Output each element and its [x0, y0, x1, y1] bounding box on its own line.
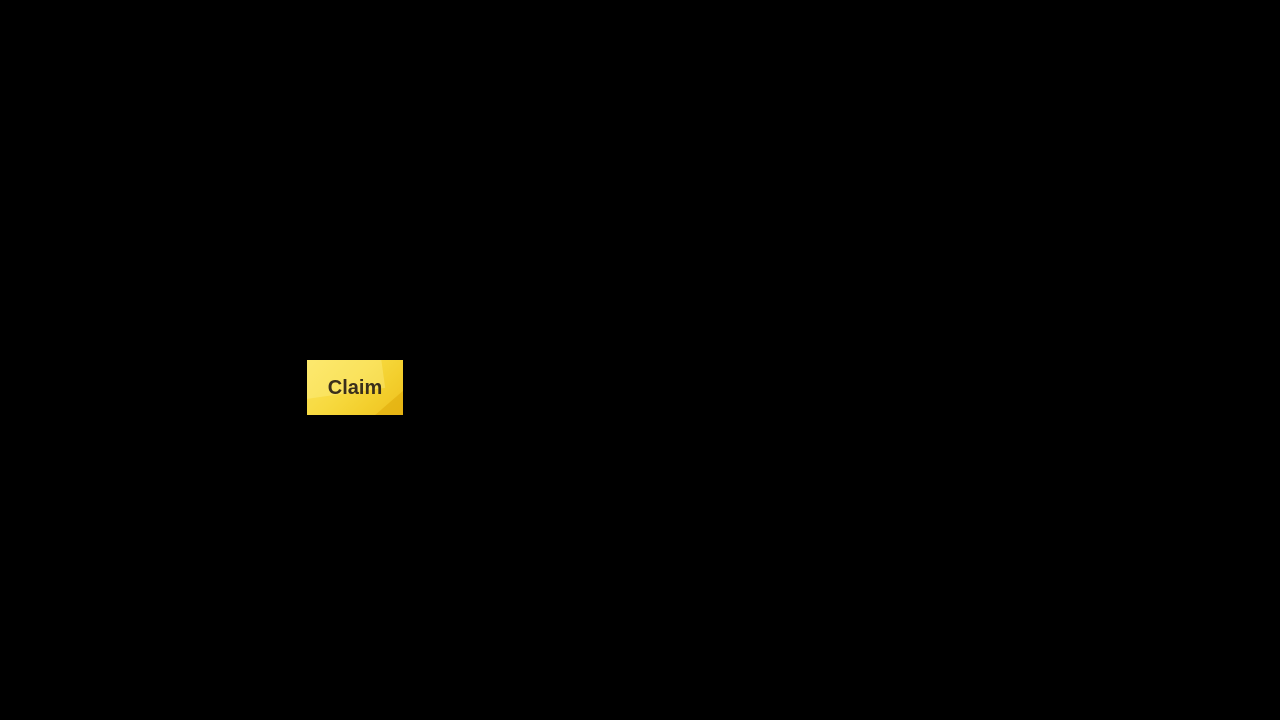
claim-button[interactable]: Claim: [307, 360, 403, 415]
claim-button-label: Claim: [327, 376, 383, 399]
